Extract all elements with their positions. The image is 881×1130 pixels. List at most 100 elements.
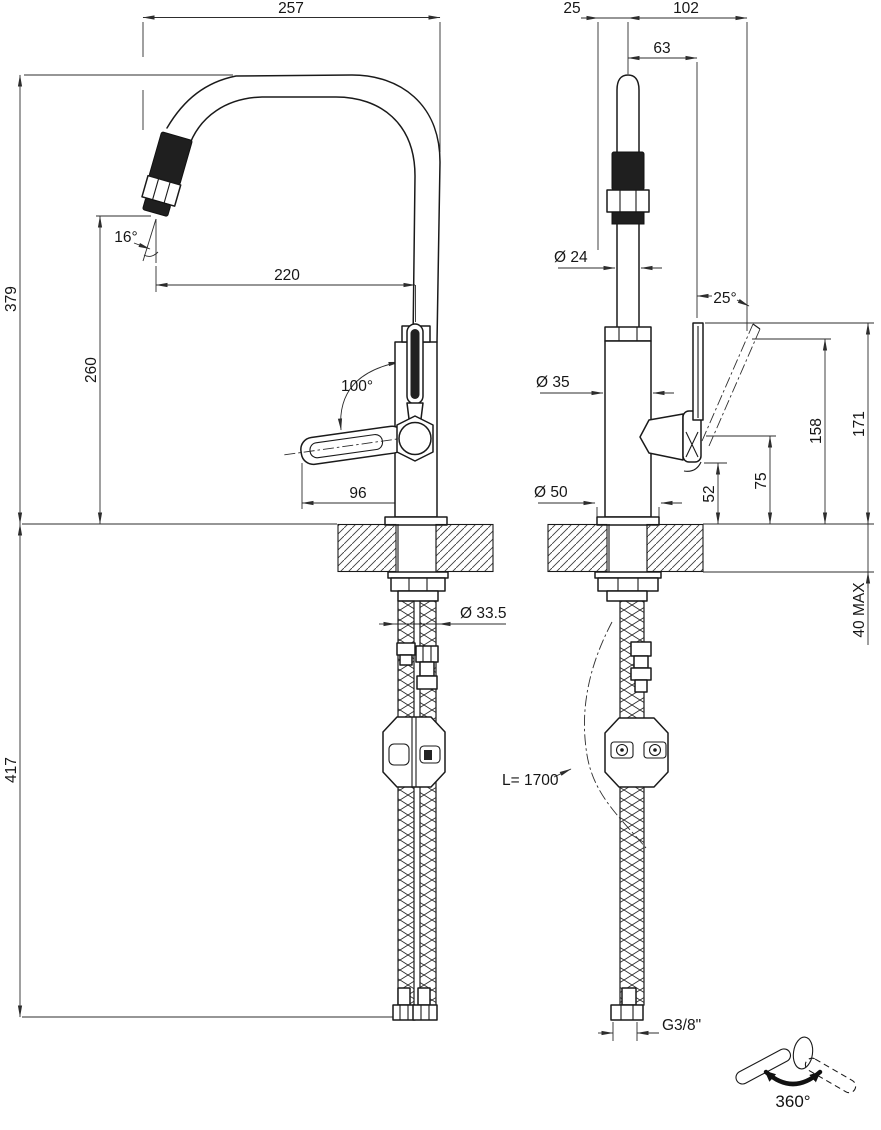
handle-socket-cap (682, 410, 702, 463)
dim-label-25: 25 (563, 0, 580, 17)
dim-label-171: 171 (851, 411, 868, 437)
counterweight-side (382, 716, 446, 788)
dim-label-257: 257 (278, 0, 304, 17)
spout-aerator-side (141, 131, 193, 217)
dim-lever-top-height: 171 (705, 322, 874, 525)
dim-label-260: 260 (83, 357, 100, 383)
spout-side (166, 74, 441, 343)
hose-end-nut (392, 1004, 416, 1021)
spout-front (606, 74, 650, 328)
dimensions-side-view: 257 379 260 16° 220 (3, 0, 507, 1018)
dim-under-deck-depth: 417 (3, 523, 394, 1018)
dim-label-417: 417 (3, 757, 20, 783)
washer-front (594, 571, 662, 579)
dim-label-63: 63 (653, 40, 670, 57)
base-plate-front (596, 516, 660, 526)
hose-coupling (396, 642, 416, 656)
hose-end-nut-front (610, 1004, 644, 1021)
counterweight-screw (648, 743, 662, 757)
front-view (547, 74, 874, 1021)
dim-base-diameter: Ø 50 (534, 484, 682, 518)
swivel-knob (792, 1036, 814, 1070)
counterweight-window (419, 745, 441, 764)
dim-lever-open-height: 158 (752, 338, 831, 525)
body-collar-nut (604, 326, 652, 342)
countertop-front (547, 516, 874, 573)
dim-height-above-deck: 379 (3, 74, 233, 525)
threaded-shank (397, 590, 439, 602)
counter-section-left (337, 523, 397, 573)
base-plate (384, 516, 448, 526)
handle-front (639, 322, 761, 472)
dim-base-front-offset: 25 (563, 0, 628, 250)
dim-label-o50: Ø 50 (534, 484, 568, 501)
swivel-pictogram: 360° (735, 1036, 857, 1111)
dim-spout-reach-overall: 257 (142, 0, 441, 152)
lever-blade-open-position (701, 323, 754, 442)
dim-label-g38: G3/8" (662, 1017, 701, 1034)
hose-end-collar (417, 987, 431, 1006)
rotation-label: 360° (775, 1092, 810, 1111)
under-counter-side (382, 571, 449, 1021)
dim-deck-thickness-max: 40 MAX (851, 524, 871, 645)
mounting-nut (390, 577, 446, 592)
countertop-side (22, 516, 494, 573)
dim-label-52: 52 (701, 485, 718, 502)
dim-spout-end-angle: 16° (114, 218, 159, 263)
dim-lever-offset: 63 (627, 40, 698, 318)
rotation-arrow (763, 1069, 823, 1087)
counter-section (646, 523, 704, 573)
dim-hose-length: L= 1700 (502, 768, 572, 789)
dim-label-220: 220 (274, 267, 300, 284)
hose-end-collar-front (621, 987, 637, 1006)
counter-section (547, 523, 608, 573)
handle-pivot (398, 421, 432, 456)
counterweight-front (604, 717, 669, 788)
lever-grip-side (284, 425, 415, 466)
swivel-lever-dashed (804, 1057, 857, 1094)
dim-spout-reach-to-axis: 220 (155, 266, 416, 322)
under-counter-front (584, 571, 669, 1021)
handle-side (284, 323, 434, 466)
washer (387, 571, 449, 579)
dim-lever-opening-angle: 100° (337, 361, 401, 431)
hose-coupling-front (630, 641, 652, 657)
hose-coupling (415, 645, 439, 663)
dim-label-40max: 40 MAX (851, 582, 868, 638)
side-view (22, 74, 494, 1021)
mounting-nut-front (597, 577, 659, 592)
dim-label-16deg: 16° (114, 229, 137, 246)
hose-end-collar (397, 987, 411, 1006)
dim-label-158: 158 (808, 418, 825, 444)
knurled-aerator (148, 131, 193, 185)
counter-section-right (435, 523, 494, 573)
dim-label-o33-5: Ø 33.5 (460, 605, 507, 622)
lever-link-slot (410, 329, 420, 399)
dim-label-102: 102 (673, 0, 699, 17)
dim-body-diameter: Ø 35 (536, 374, 674, 396)
dim-supply-connection: G3/8" (598, 1017, 701, 1041)
hose-length-path (584, 621, 647, 849)
dim-label-96: 96 (349, 485, 366, 502)
dim-label-o24: Ø 24 (554, 249, 588, 266)
aerator-ring-front (611, 211, 645, 225)
counterweight-window (388, 743, 410, 766)
dim-label-100deg: 100° (341, 378, 373, 395)
dim-label-75: 75 (753, 472, 770, 489)
aerator-hex-nut-front (606, 189, 650, 213)
spout-outlet (142, 197, 171, 217)
dim-label-379: 379 (3, 286, 20, 312)
dim-label-25deg: 25° (713, 290, 736, 307)
dim-spout-outlet-height: 260 (83, 215, 151, 525)
body-front (604, 326, 652, 518)
dim-label-l1700: L= 1700 (502, 772, 559, 789)
hose-end-nut (412, 1004, 438, 1021)
dim-lever-tilt-angle: 25° (696, 290, 750, 307)
counterweight-screw (615, 743, 629, 757)
threaded-shank-front (606, 590, 648, 602)
dim-label-o35: Ø 35 (536, 374, 570, 391)
dim-body-ledge-height: 52 (701, 462, 727, 525)
dimensions-front-view: 25 102 63 Ø 24 Ø 35 Ø 50 (502, 0, 874, 1041)
